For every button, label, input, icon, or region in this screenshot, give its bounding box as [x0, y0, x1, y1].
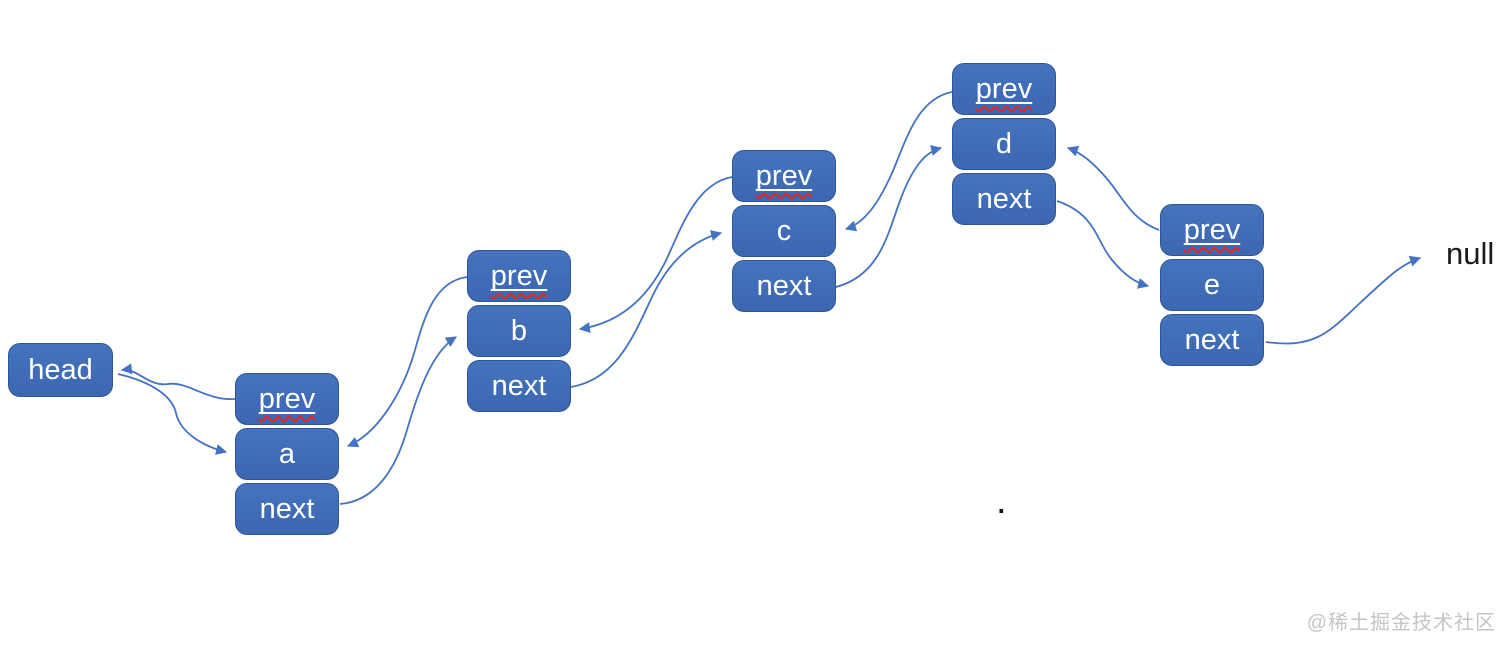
node-a-value-cell: a [235, 428, 339, 480]
node-d-next-label: next [976, 182, 1032, 215]
arrow-e-prev-to-d [1066, 145, 1160, 231]
null-label: null [1446, 236, 1495, 271]
node-a-value-label: a [278, 437, 296, 470]
node-c-value-label: c [776, 214, 792, 247]
node-d-value-label: d [995, 127, 1013, 160]
arrow-d-prev-to-c [844, 91, 953, 232]
node-c-value-cell: c [732, 205, 836, 257]
node-e-value-label: e [1203, 268, 1221, 301]
node-d: prev d next [952, 63, 1056, 225]
node-e: prev e next [1160, 204, 1264, 366]
node-e-next-cell: next [1160, 314, 1264, 366]
arrow-c-next-to-d [835, 145, 943, 288]
arrow-c-prev-to-b [578, 176, 733, 333]
node-b-value-cell: b [467, 305, 571, 357]
node-d-next-cell: next [952, 173, 1056, 225]
arrow-b-next-to-c [570, 230, 723, 388]
node-a: prev a next [235, 373, 339, 535]
arrow-d-next-to-e [1056, 200, 1150, 289]
node-d-prev-label: prev [975, 72, 1033, 105]
arrow-e-next-to-null [1265, 255, 1422, 345]
node-b-next-cell: next [467, 360, 571, 412]
node-d-value-cell: d [952, 118, 1056, 170]
watermark: @稀土掘金技术社区 [1306, 612, 1496, 634]
node-e-prev-label: prev [1183, 213, 1241, 246]
node-a-next-cell: next [235, 483, 339, 535]
arrow-a-prev-to-head [120, 363, 236, 400]
node-b-prev-cell: prev [467, 250, 571, 302]
node-c-next-cell: next [732, 260, 836, 312]
node-a-next-label: next [259, 492, 315, 525]
node-c-prev-label: prev [755, 159, 813, 192]
node-b-value-label: b [510, 314, 528, 347]
head-label: head [28, 353, 93, 386]
node-c-prev-cell: prev [732, 150, 836, 202]
arrow-head-to-a [117, 373, 228, 455]
stray-dot: . [996, 480, 1007, 522]
node-e-value-cell: e [1160, 259, 1264, 311]
node-a-prev-label: prev [258, 382, 316, 415]
arrow-a-next-to-b [339, 336, 457, 505]
node-e-prev-cell: prev [1160, 204, 1264, 256]
node-b-next-label: next [491, 369, 547, 402]
head-pointer-box: head [8, 343, 113, 397]
node-c: prev c next [732, 150, 836, 312]
arrow-b-prev-to-a [346, 276, 468, 448]
node-b-prev-label: prev [490, 259, 548, 292]
node-a-prev-cell: prev [235, 373, 339, 425]
node-c-next-label: next [756, 269, 812, 302]
node-e-next-label: next [1184, 323, 1240, 356]
node-b: prev b next [467, 250, 571, 412]
node-d-prev-cell: prev [952, 63, 1056, 115]
